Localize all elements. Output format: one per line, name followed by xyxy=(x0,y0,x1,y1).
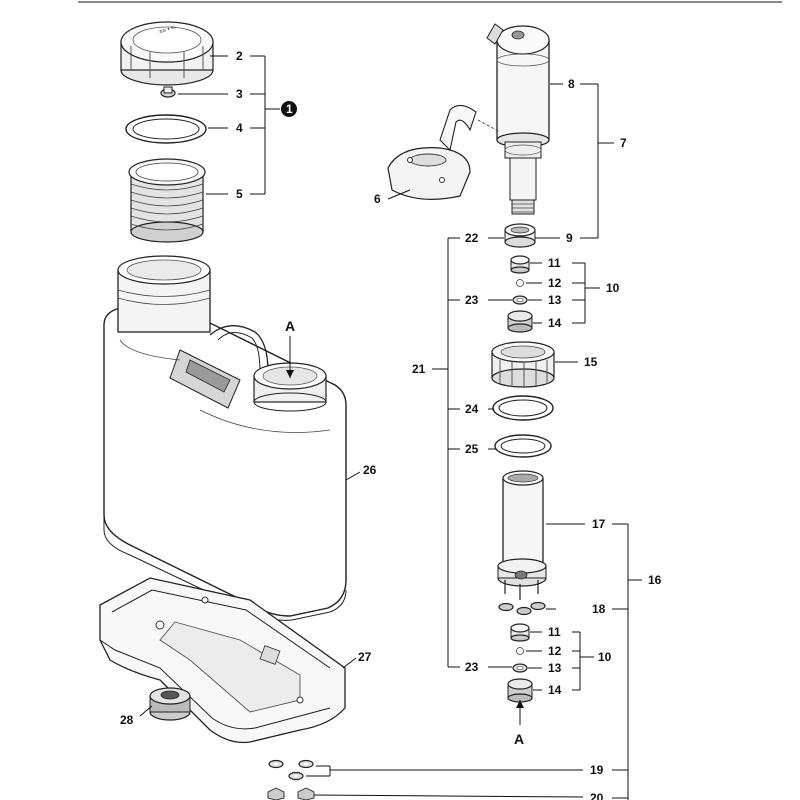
callout-25: 25 xyxy=(465,442,479,456)
part-cap-gasket xyxy=(125,114,207,144)
part-washer-upper xyxy=(512,295,528,305)
marker-a-tank: A xyxy=(285,318,295,334)
part-pump-cylinder xyxy=(497,470,547,600)
part-base-tray xyxy=(99,577,346,744)
callout-14-upper: 14 xyxy=(548,316,562,330)
arrow-a-bottom xyxy=(516,700,524,708)
callout-20: 20 xyxy=(590,791,604,800)
callout-23-upper: 23 xyxy=(465,293,479,307)
callout-18: 18 xyxy=(592,602,606,616)
part-washers-18 xyxy=(498,601,546,616)
callout-1-badge xyxy=(281,101,297,117)
callout-26: 26 xyxy=(363,463,377,477)
part-pump-chamber xyxy=(486,23,550,215)
part-large-nut xyxy=(491,341,555,388)
part-nut-ring xyxy=(504,223,536,248)
callout-13-lower: 13 xyxy=(548,661,562,675)
callout-6: 6 xyxy=(374,192,381,206)
callout-10-upper: 10 xyxy=(606,281,620,295)
callout-21: 21 xyxy=(412,362,426,376)
callout-14-lower: 14 xyxy=(548,683,562,697)
part-nuts-20 xyxy=(267,787,315,800)
callout-27: 27 xyxy=(358,650,372,664)
callout-3: 3 xyxy=(236,87,243,101)
part-o-ring-24 xyxy=(492,395,554,421)
callout-12-upper: 12 xyxy=(548,276,562,290)
callout-1: 1 xyxy=(286,102,293,116)
callout-8: 8 xyxy=(568,77,575,91)
callout-19: 19 xyxy=(590,763,604,777)
callout-16: 16 xyxy=(648,573,662,587)
part-tank-cap: ≡≡ ▪ ≡ xyxy=(120,21,214,86)
part-mounting-bracket xyxy=(387,104,501,200)
callout-17: 17 xyxy=(592,517,606,531)
callout-9: 9 xyxy=(566,231,573,245)
callout-11-upper: 11 xyxy=(548,256,561,270)
part-strainer xyxy=(128,158,206,243)
part-washer-lower xyxy=(512,663,528,673)
part-valve-seat-lower xyxy=(507,678,533,703)
callout-24: 24 xyxy=(465,402,479,416)
arrow-a-tank xyxy=(286,370,294,378)
part-valve-body-lower xyxy=(510,623,530,642)
callout-11-lower: 11 xyxy=(548,625,561,639)
part-valve-ball-upper xyxy=(516,279,524,287)
marker-a-bottom: A xyxy=(514,731,524,747)
callout-10-lower: 10 xyxy=(598,650,612,664)
callout-labels: 2 3 4 5 1 6 7 8 9 22 11 12 13 14 10 23 2… xyxy=(120,49,662,800)
callout-13-upper: 13 xyxy=(548,293,562,307)
callout-22: 22 xyxy=(465,231,479,245)
part-small-valve xyxy=(160,86,176,98)
callout-5: 5 xyxy=(236,187,243,201)
part-valve-seat-upper xyxy=(507,310,533,333)
callout-4: 4 xyxy=(236,121,243,135)
callout-28: 28 xyxy=(120,713,134,727)
callout-23-lower: 23 xyxy=(465,660,479,674)
callout-15: 15 xyxy=(584,355,598,369)
part-base-fitting xyxy=(149,687,191,721)
callout-12-lower: 12 xyxy=(548,644,562,658)
svg-text:≡≡ ▪ ≡: ≡≡ ▪ ≡ xyxy=(159,25,177,36)
callout-2: 2 xyxy=(236,49,243,63)
part-washers-19 xyxy=(268,759,314,781)
callout-7: 7 xyxy=(620,136,627,150)
part-tank xyxy=(103,255,347,621)
part-valve-body-upper xyxy=(510,255,530,274)
part-valve-ball-lower xyxy=(516,647,524,655)
part-o-ring-25 xyxy=(494,434,552,458)
